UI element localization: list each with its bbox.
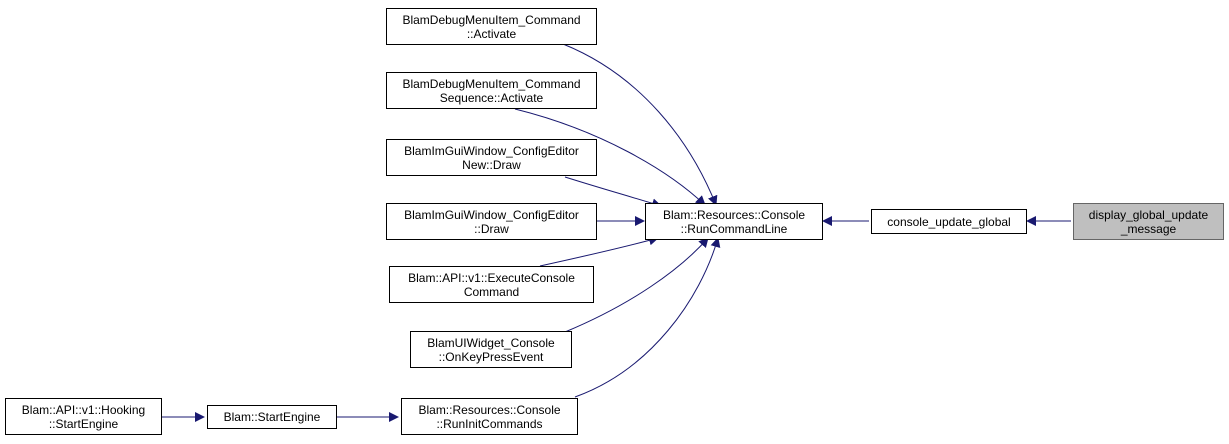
node-console-run-init-commands[interactable]: Blam::Resources::Console ::RunInitComman… — [401, 398, 578, 435]
node-api-hooking-start-engine[interactable]: Blam::API::v1::Hooking ::StartEngine — [5, 398, 162, 435]
node-debug-menu-item-command-sequence-activate[interactable]: BlamDebugMenuItem_Command Sequence::Acti… — [386, 72, 597, 109]
node-label-line2: Sequence::Activate — [439, 90, 544, 105]
edge-run-cmdline-to-api-exec — [539, 235, 659, 267]
node-label-line2: ::RunInitCommands — [436, 416, 543, 431]
node-label-line1: BlamImGuiWindow_ConfigEditor — [404, 143, 579, 158]
node-console-update-global[interactable]: console_update_global — [871, 209, 1027, 234]
node-label-line2: New::Draw — [462, 157, 521, 172]
node-label-line2: Command — [463, 284, 520, 299]
node-label-line1: Blam::API::v1::ExecuteConsole — [408, 270, 575, 285]
node-label-line1: BlamUIWidget_Console — [427, 335, 555, 350]
node-label-line2: ::StartEngine — [48, 416, 119, 431]
node-label-line1: Blam::Resources::Console — [418, 402, 561, 417]
node-label-line1: Blam::Resources::Console — [662, 207, 806, 222]
node-api-execute-console-command[interactable]: Blam::API::v1::ExecuteConsole Command — [389, 266, 594, 303]
node-label-line2: ::Activate — [466, 26, 517, 41]
node-label-line1: display_global_update — [1088, 207, 1209, 222]
node-label-line1: BlamDebugMenuItem_Command — [402, 12, 581, 27]
node-label-line1: console_update_global — [887, 214, 1011, 229]
node-label-line1: Blam::API::v1::Hooking — [21, 402, 146, 417]
node-label-line2: ::OnKeyPressEvent — [438, 349, 544, 364]
node-label-line1: BlamDebugMenuItem_Command — [402, 76, 581, 91]
node-label-line2: ::RunCommandLine — [680, 221, 788, 236]
node-ui-widget-console-onkeypress[interactable]: BlamUIWidget_Console ::OnKeyPressEvent — [410, 331, 572, 368]
edge-run-cmdline-to-debug-cmd — [562, 43, 718, 206]
node-label-line1: Blam::StartEngine — [223, 410, 321, 424]
node-imgui-config-editor-draw[interactable]: BlamImGuiWindow_ConfigEditor ::Draw — [386, 203, 597, 240]
node-display-global-update-message: display_global_update _message — [1073, 203, 1224, 240]
edge-run-cmdline-to-imgui-new — [564, 176, 662, 209]
edge-run-cmdline-to-ui-widget — [564, 237, 709, 333]
node-imgui-config-editor-new-draw[interactable]: BlamImGuiWindow_ConfigEditor New::Draw — [386, 139, 597, 176]
node-debug-menu-item-command-activate[interactable]: BlamDebugMenuItem_Command ::Activate — [386, 8, 597, 45]
node-label-line2: _message — [1120, 221, 1177, 236]
node-label-line2: ::Draw — [474, 221, 509, 236]
node-label-line1: BlamImGuiWindow_ConfigEditor — [404, 207, 579, 222]
edge-run-cmdline-to-run-init — [574, 237, 721, 398]
node-console-run-command-line[interactable]: Blam::Resources::Console ::RunCommandLin… — [645, 203, 823, 240]
node-blam-start-engine[interactable]: Blam::StartEngine — [207, 405, 337, 429]
edge-run-cmdline-to-debug-cmd-seq — [514, 108, 706, 206]
